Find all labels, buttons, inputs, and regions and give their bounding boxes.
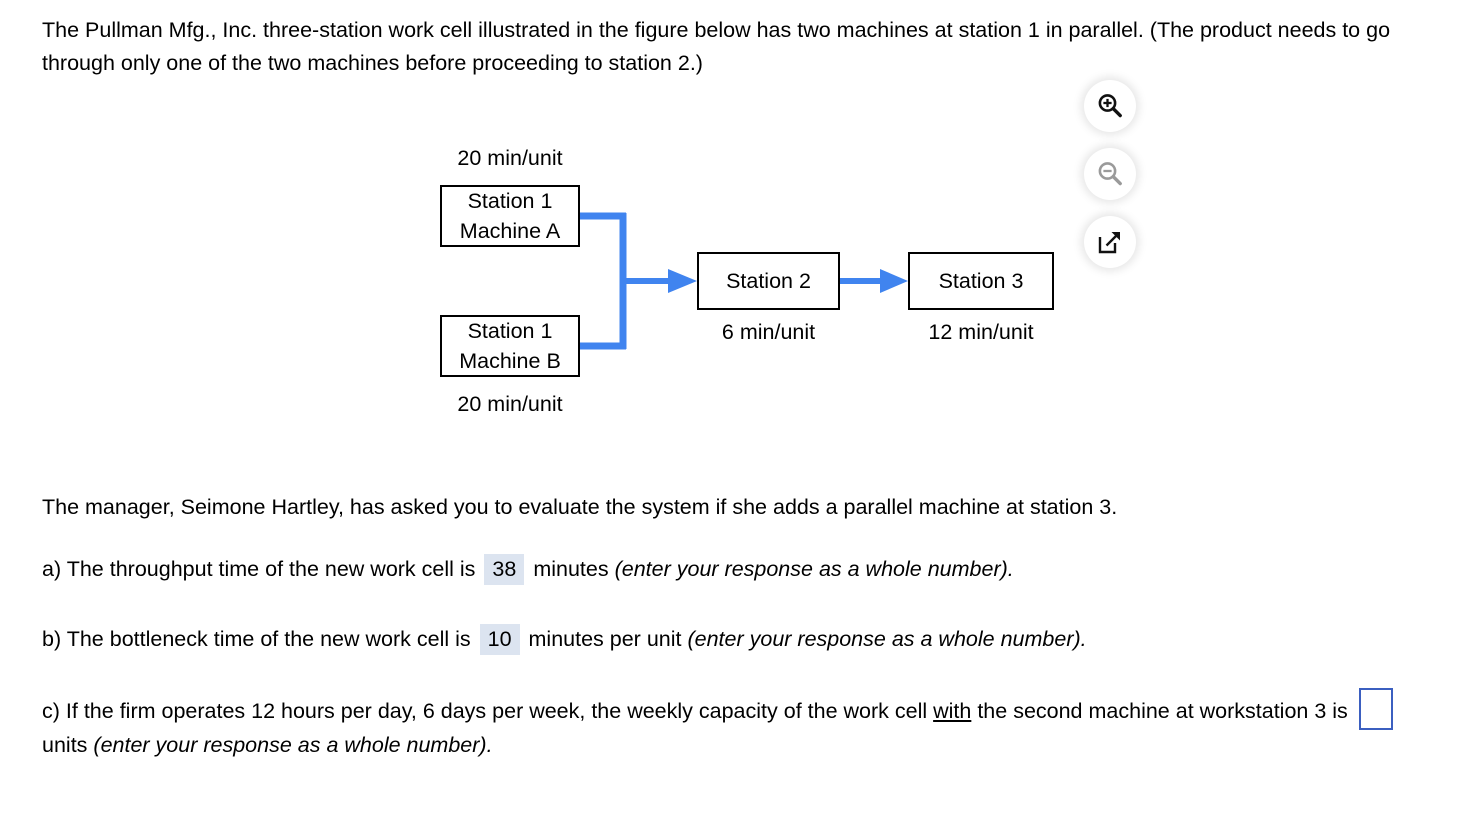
question-c-answer-input[interactable] <box>1358 688 1393 730</box>
station3-title: Station 3 <box>938 269 1024 293</box>
question-a-unit: minutes <box>533 557 609 581</box>
question-c: c) If the firm operates 12 hours per day… <box>42 688 1446 762</box>
problem-statement: The Pullman Mfg., Inc. three-station wor… <box>42 18 1391 75</box>
question-a-hint: (enter your response as a whole number). <box>614 557 1014 581</box>
manager-statement: The manager, Seimone Hartley, has asked … <box>42 495 1118 519</box>
zoom-out-icon <box>1098 162 1122 186</box>
question-b-label: b) <box>42 627 62 651</box>
station1-machine-a-title: Station 1 <box>467 189 553 213</box>
station2-time-label: 6 min/unit <box>721 320 816 344</box>
zoom-in-icon <box>1098 94 1122 118</box>
zoom-in-button[interactable] <box>1084 80 1136 132</box>
question-a-label: a) <box>42 557 62 581</box>
zoom-out-button[interactable] <box>1084 148 1136 200</box>
diagram-connectors <box>580 212 908 350</box>
open-in-new-window-button[interactable] <box>1084 216 1136 268</box>
question-c-emphasis: with <box>933 699 972 723</box>
question-b-prompt: The bottleneck time of the new work cell… <box>66 627 471 651</box>
question-a-prompt: The throughput time of the new work cell… <box>66 557 476 581</box>
station1-machine-a-time-label: 20 min/unit <box>457 146 563 170</box>
station3-time-label: 12 min/unit <box>928 320 1034 344</box>
station1-machine-b-title: Station 1 <box>467 319 553 343</box>
work-cell-diagram: 20 min/unit Station 1 Machine A Station … <box>0 130 1100 430</box>
question-b: b) The bottleneck time of the new work c… <box>42 622 1446 656</box>
question-b-unit: minutes per unit <box>528 627 682 651</box>
station1-machine-a-subtitle: Machine A <box>459 219 561 243</box>
station1-machine-a-box: Station 1 Machine A <box>440 185 580 247</box>
station2-box: Station 2 <box>697 252 840 310</box>
open-in-new-window-icon <box>1098 232 1120 254</box>
question-c-unit: units <box>42 733 88 757</box>
station3-box: Station 3 <box>908 252 1054 310</box>
question-a-answer-input[interactable]: 38 <box>484 554 525 585</box>
station1-machine-b-box: Station 1 Machine B <box>440 315 580 377</box>
station2-title: Station 2 <box>726 269 811 293</box>
question-c-hint: (enter your response as a whole number). <box>93 733 493 757</box>
station1-machine-b-subtitle: Machine B <box>459 349 561 373</box>
question-c-label: c) <box>42 699 60 723</box>
question-c-prompt-part1: If the firm operates 12 hours per day, 6… <box>65 699 928 723</box>
question-c-prompt-part2: the second machine at workstation 3 is <box>977 699 1348 723</box>
question-b-hint: (enter your response as a whole number). <box>687 627 1087 651</box>
figure-toolbar <box>1084 80 1140 284</box>
question-a: a) The throughput time of the new work c… <box>42 552 1446 586</box>
question-b-answer-input[interactable]: 10 <box>479 624 520 655</box>
station1-machine-b-time-label: 20 min/unit <box>457 392 563 416</box>
